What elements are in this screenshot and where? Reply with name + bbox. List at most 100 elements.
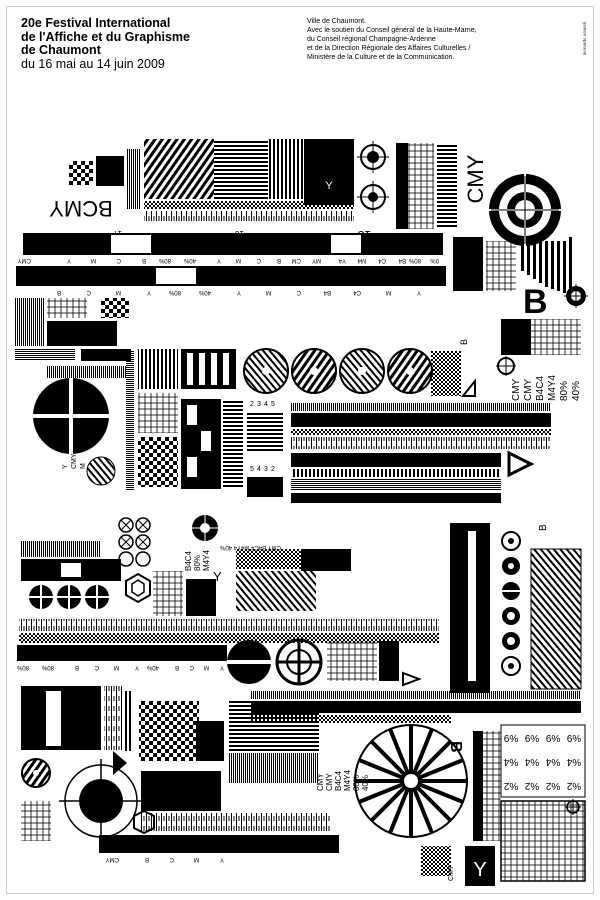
row-label: B: [57, 289, 61, 295]
row-label: M: [204, 664, 209, 670]
big-b: B: [523, 283, 548, 321]
radial-starburst-dial: [354, 724, 468, 838]
bottom-mid-checker: [139, 701, 199, 761]
label-band-black-2: [16, 266, 446, 286]
y-block: [465, 846, 495, 886]
horizontal-stripe-block: [214, 139, 268, 199]
festival-dates: du 16 mai au 14 juin 2009: [21, 56, 165, 71]
hbar-8: [291, 493, 501, 503]
pct-cell: %9: [566, 732, 581, 743]
digit: 3: [257, 401, 261, 408]
lower-black-a: [301, 549, 351, 571]
pct-cell: %2: [524, 780, 539, 791]
row-label: M4: [357, 257, 366, 263]
title-line-3: de Chaumont: [21, 43, 101, 57]
row-label: C: [189, 664, 194, 670]
y-label: Y: [325, 180, 333, 192]
row-label: M: [114, 664, 119, 670]
sponsor-line-3: du Conseil régional Champagne-Ardenne: [307, 36, 436, 43]
hbar-4: [291, 437, 551, 449]
digit-black-block: [247, 477, 283, 497]
stack-label: CMY: [523, 378, 534, 401]
bottom-mid-black-2: [141, 771, 221, 811]
row-label: C4: [378, 257, 386, 263]
lower-ruler-strip: [19, 619, 439, 631]
cross-disc: [275, 638, 323, 686]
mid-hstripe: [223, 399, 243, 489]
row-label: B: [75, 664, 79, 670]
stack-label: 40%: [361, 775, 370, 791]
bottom-left-arrow: [113, 751, 127, 775]
crosshair-bottom-right: [565, 799, 581, 815]
stack-label: Y: [62, 464, 69, 469]
digit: 5: [250, 466, 254, 473]
row-label: M: [236, 257, 241, 263]
digit-stripe-block: [247, 411, 283, 451]
mid-stripe-a: [138, 349, 178, 389]
stack-label: CMY: [71, 453, 78, 469]
stack-label: B4C4: [334, 770, 343, 791]
stack-label: M: [80, 463, 87, 469]
stack-label: CMY: [316, 773, 325, 791]
upper-pattern-group: Y BCMY 17 16 15: [15, 139, 588, 503]
pct-cell: %4: [524, 756, 539, 767]
digit: 3: [264, 466, 268, 473]
hbar-7: [291, 479, 501, 491]
crosshair-bottom-left: [59, 759, 143, 843]
dial-caption: CMY B4C4 M4Y4 40%: [219, 544, 281, 550]
bcmy-text: BCMY: [49, 196, 113, 221]
sunburst-row: [243, 348, 433, 394]
mid-label-stack: B4C4 80% M4Y4 Y: [184, 550, 222, 584]
row-label: B4: [323, 289, 331, 295]
hbar-6: [291, 469, 501, 477]
stack-label: CMY: [325, 773, 334, 791]
row-label: M: [194, 856, 199, 862]
row-label: M: [116, 289, 121, 295]
stack-label: B4C4: [184, 550, 193, 571]
label-row-top: CMY Y M C B 80% 40% Y M C B CM MY Y4 M4 …: [18, 257, 439, 263]
pct-cell: %4: [566, 756, 581, 767]
band-checker: [61, 233, 91, 255]
cmy-small: CMY: [448, 865, 455, 881]
row-label: Y: [237, 289, 241, 295]
row-label: C: [86, 289, 91, 295]
lower-hbar-2: [251, 701, 581, 713]
cmy-text-vertical: CMY: [463, 154, 488, 203]
row-label: C: [296, 289, 301, 295]
lower-hbar-1: [251, 691, 581, 699]
b-rotated: B: [447, 741, 464, 753]
sponsor-line-2: Avec le soutien du Conseil général de la…: [307, 27, 477, 34]
stack-label: Y: [213, 569, 222, 584]
label-row-mid: B C M Y 80% 40% Y M C B4 C4 M Y: [57, 289, 421, 295]
bottom-checker: [421, 846, 451, 876]
mid-checker: [138, 437, 178, 487]
bottom-right-grid: [501, 801, 585, 881]
black-bar: [396, 143, 408, 229]
lower-checker-a: [236, 549, 306, 569]
lower-triangle: [402, 671, 422, 687]
row-label: 40%: [183, 257, 196, 263]
row-label: B: [142, 257, 146, 263]
stack-label: CMY: [511, 378, 522, 401]
title-line-2: de l'Affiche et du Graphisme: [21, 29, 190, 44]
row-label: Y4: [338, 257, 346, 263]
stack-label: 80%: [193, 555, 202, 571]
bottom-mid-vstripe: [229, 753, 319, 783]
fine-stripe-column: [126, 149, 140, 209]
row-label: C: [94, 664, 99, 670]
row-label: M: [386, 289, 391, 295]
diagonal-panel: [531, 549, 581, 689]
lower-pattern-group: B4C4 80% M4Y4 Y CMY B4C4 M4Y4 40%: [16, 512, 586, 886]
right-grid: [486, 241, 516, 291]
solid-black-block: [304, 139, 354, 205]
hexagon-mark: [125, 572, 151, 604]
row-label: 40%: [198, 289, 211, 295]
crosshair-target-small-2: [357, 181, 389, 213]
left-hstripe: [15, 349, 75, 361]
lower-grid-b: [327, 641, 377, 681]
small-b: B: [459, 339, 469, 345]
row-label: 80%: [16, 664, 29, 670]
row-label: MY: [312, 257, 321, 263]
band-white: [156, 268, 196, 284]
left-checker: [101, 298, 129, 318]
